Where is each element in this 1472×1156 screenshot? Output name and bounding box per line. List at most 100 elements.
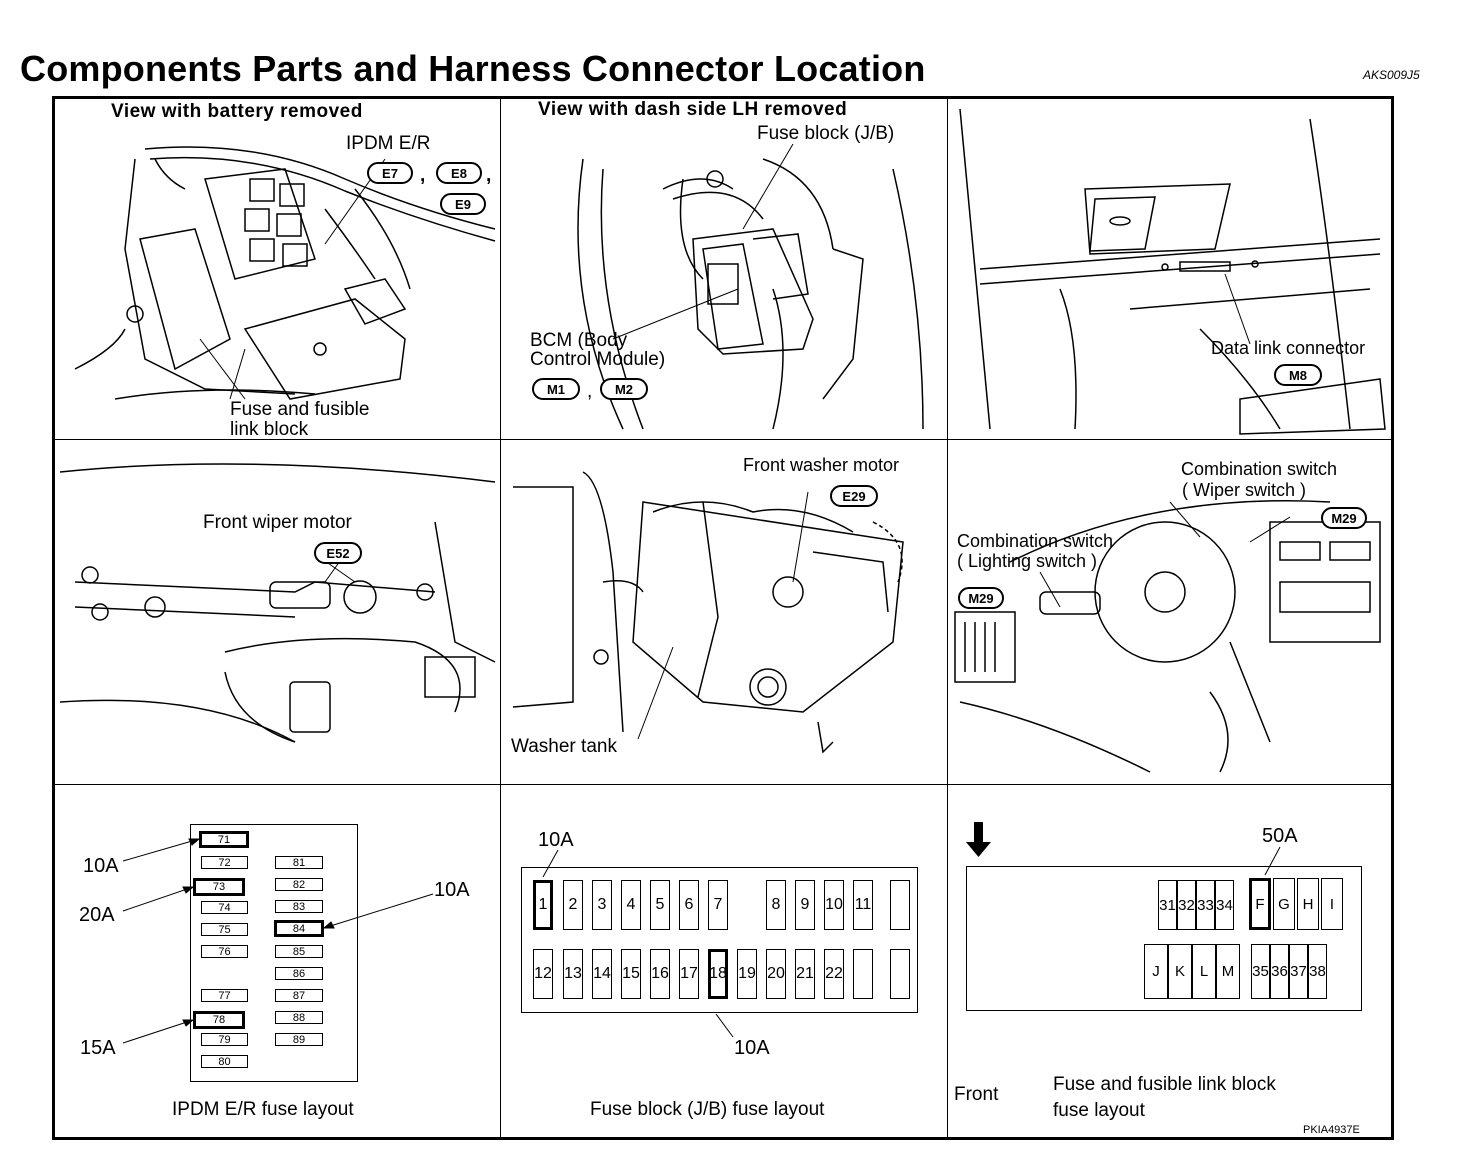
jb-callout-10a-top: 10A [538,829,574,851]
connector-e8-badge: E8 [436,162,482,184]
fuse-fusible-label-line2: link block [230,419,309,440]
fusible-layout-caption-line2: fuse layout [1053,1100,1145,1121]
combination-switch-wiper-label-line2: ( Wiper switch ) [1182,480,1307,500]
engine-bay-illustration [74,146,496,400]
connector-e29-badge: E29 [830,485,878,507]
fusible-link-H: H [1297,878,1319,930]
jb-fuse-17: 17 [679,949,699,999]
grid-divider [947,96,948,1140]
ipdm-fuse-box [190,824,358,1082]
connector-m29-wiper-badge: M29 [1321,507,1367,529]
ipdm-fuse-73: 73 [193,878,245,896]
panel-heading-battery: View with battery removed [111,101,363,122]
ipdm-fuse-layout-caption: IPDM E/R fuse layout [172,1099,354,1120]
jb-fuse-10: 10 [824,880,844,930]
bcm-label-line1: BCM (Body [530,330,628,351]
jb-fuse-15: 15 [621,949,641,999]
ipdm-fuse-74: 74 [201,901,248,914]
ipdm-fuse-86: 86 [275,967,323,980]
ref-code-bottom: PKIA4937E [1303,1124,1360,1136]
ipdm-fuse-83: 83 [275,900,323,913]
ipdm-fuse-79: 79 [201,1033,248,1046]
ipdm-fuse-84: 84 [274,920,324,937]
jb-fuse-14: 14 [592,949,612,999]
ipdm-fuse-78: 78 [193,1011,245,1029]
ipdm-fuse-71: 71 [199,831,249,848]
jb-fuse-1: 1 [533,880,553,930]
fusible-link-35: 35 [1251,944,1270,999]
washer-tank-illustration [512,471,904,754]
connector-m29-lighting-badge: M29 [958,587,1004,609]
steering-column-illustration [954,500,1381,773]
fusible-link-box [966,866,1362,1011]
front-arrow-icon [966,822,991,857]
combination-switch-lighting-label-line1: Combination switch [957,531,1114,551]
fusible-link-I: I [1321,878,1343,930]
jb-fuse-12: 12 [533,949,553,999]
fusible-layout-caption-line1: Fuse and fusible link block [1053,1074,1276,1095]
jb-callout-lines [542,849,734,1038]
jb-fuse-8: 8 [766,880,786,930]
jb-fuse-7: 7 [708,880,728,930]
ipdm-er-label: IPDM E/R [346,133,431,154]
jb-fuse-empty [890,880,910,930]
jb-fuse-layout-caption: Fuse block (J/B) fuse layout [590,1099,825,1120]
ipdm-fuse-89: 89 [275,1033,323,1046]
separator-comma: , [420,165,426,186]
fusible-callout-50a: 50A [1262,825,1298,847]
grid-divider [52,439,1394,440]
ipdm-callout-lines [122,838,434,1044]
jb-fuse-11: 11 [853,880,873,930]
separator-comma: , [587,381,593,402]
fusible-link-K: K [1168,944,1192,999]
connector-m8-badge: M8 [1274,364,1322,386]
ipdm-fuse-85: 85 [275,945,323,958]
ref-code-top: AKS009J5 [1363,68,1420,82]
jb-fuse-6: 6 [679,880,699,930]
jb-callout-10a-bottom: 10A [734,1037,770,1059]
washer-tank-label: Washer tank [511,736,617,757]
jb-fuse-19: 19 [737,949,757,999]
jb-fuse-22: 22 [824,949,844,999]
front-direction-label: Front [954,1084,999,1105]
front-wiper-motor-label: Front wiper motor [203,512,352,533]
jb-fuse-13: 13 [563,949,583,999]
fuse-fusible-label-line1: Fuse and fusible [230,399,370,420]
ipdm-fuse-76: 76 [201,945,248,958]
combination-switch-wiper-label-line1: Combination switch [1181,459,1338,479]
bcm-label-line2: Control Module) [530,349,666,370]
connector-e52-badge: E52 [314,542,362,564]
jb-fuse-9: 9 [795,880,815,930]
ipdm-fuse-87: 87 [275,989,323,1002]
jb-fuse-18: 18 [708,949,728,999]
connector-m1-badge: M1 [532,378,580,400]
data-link-connector-label: Data link connector [1211,338,1366,358]
dashboard-underside-illustration [959,108,1386,435]
fusible-link-33: 33 [1196,880,1215,930]
fusible-link-G: G [1273,878,1295,930]
fusible-link-34: 34 [1215,880,1234,930]
diagram-frame [52,96,1394,1140]
grid-divider [500,96,501,1140]
connector-e9-badge: E9 [440,193,486,215]
fusible-link-J: J [1144,944,1168,999]
fusible-link-31: 31 [1158,880,1177,930]
ipdm-fuse-80: 80 [201,1055,248,1068]
jb-fuse-16: 16 [650,949,670,999]
combination-switch-lighting-label-line2: ( Lighting switch ) [957,551,1098,571]
jb-fuse-empty [853,949,873,999]
ipdm-fuse-75: 75 [201,923,248,936]
fuse-block-jb-label: Fuse block (J/B) [757,123,895,144]
jb-fuse-empty [890,949,910,999]
front-washer-motor-label: Front washer motor [743,455,900,475]
fusible-link-32: 32 [1177,880,1196,930]
page-title: Components Parts and Harness Connector L… [20,48,926,89]
ipdm-fuse-88: 88 [275,1011,323,1024]
jb-fuse-3: 3 [592,880,612,930]
jb-fuse-21: 21 [795,949,815,999]
jb-fuse-4: 4 [621,880,641,930]
wiper-linkage-illustration [59,463,496,743]
fusible-link-36: 36 [1270,944,1289,999]
separator-comma: , [486,165,492,186]
ipdm-fuse-81: 81 [275,856,323,869]
